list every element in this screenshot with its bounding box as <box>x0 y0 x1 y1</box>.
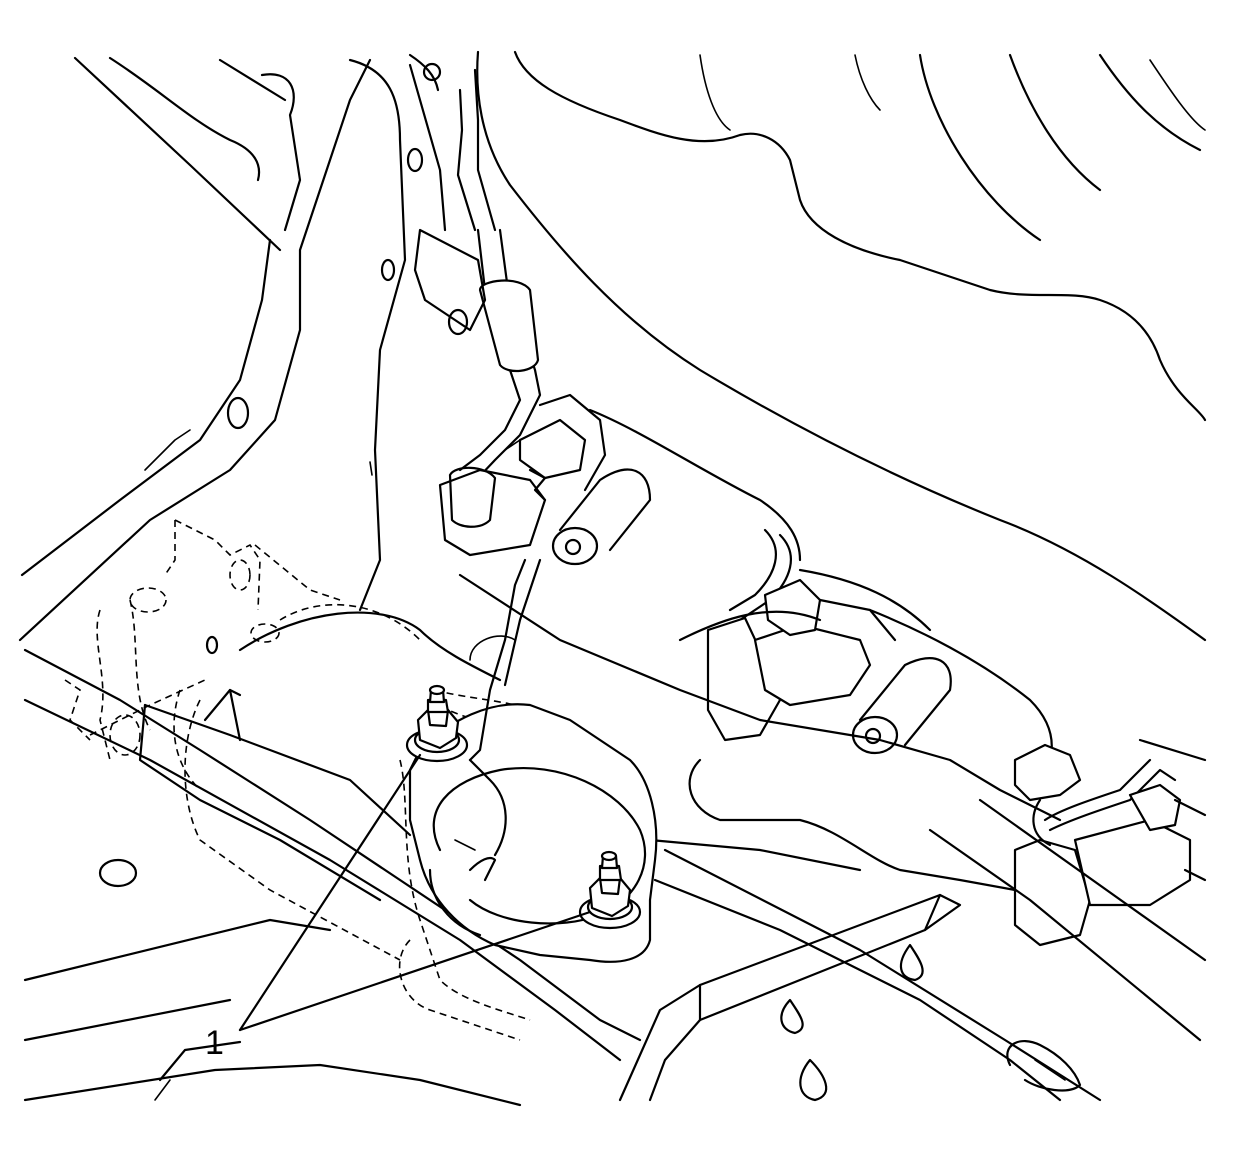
upper-oxygen-sensor-wire <box>413 68 542 480</box>
catalytic-converter <box>138 611 516 902</box>
flange-nut-right <box>578 850 642 930</box>
frame-rail-left <box>18 56 372 642</box>
transmission-housing <box>408 50 1207 642</box>
lower-oxygen-sensor <box>1013 738 1207 947</box>
flange-nut-left <box>405 684 469 763</box>
upper-oxygen-sensor <box>438 393 607 557</box>
callout-leader-lines <box>238 753 592 1032</box>
middle-oxygen-sensor <box>678 528 897 742</box>
lower-bracket <box>618 893 1082 1102</box>
frame-rail-lower-right <box>458 573 1207 1102</box>
center-pillar <box>226 58 447 612</box>
callout-number-1: 1 <box>205 1024 224 1062</box>
frame-rail-lower-left <box>23 635 642 1107</box>
manifold-runner-upper <box>551 408 802 566</box>
manifold-runner-lower <box>798 568 1053 762</box>
